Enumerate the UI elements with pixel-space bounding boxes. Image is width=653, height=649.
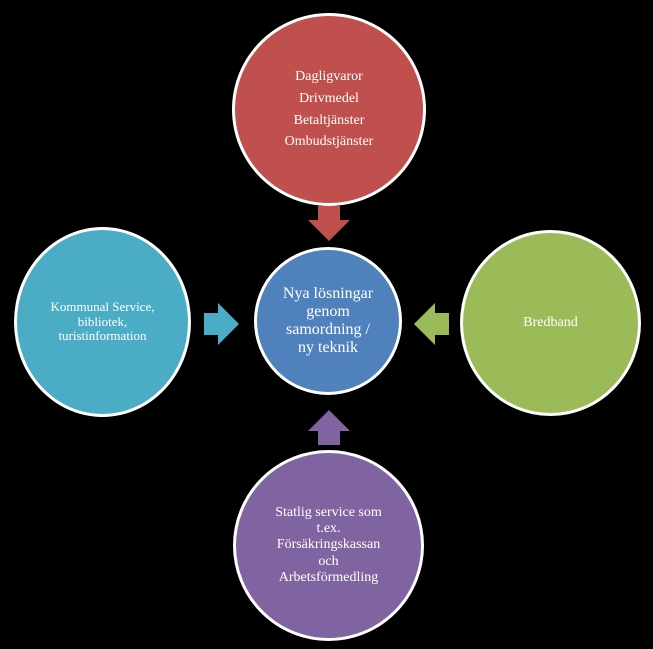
arrow-down-shape bbox=[308, 206, 350, 241]
arrow-left-shape bbox=[414, 303, 449, 345]
left-line-1: Kommunal Service, bbox=[50, 298, 155, 314]
circle-right-broadband: Bredband bbox=[460, 230, 641, 416]
right-line-1: Bredband bbox=[523, 314, 578, 330]
top-line-1: Dagligvaror bbox=[295, 69, 363, 85]
left-line-2: bibliotek, bbox=[77, 313, 128, 329]
circle-center-new-solutions: Nya lösningar genom samordning / ny tekn… bbox=[254, 247, 402, 395]
center-line-3: samordning / bbox=[286, 321, 370, 338]
circle-top-retail-services: Dagligvaror Drivmedel Betaltjänster Ombu… bbox=[232, 13, 426, 206]
arrow-up-shape bbox=[308, 410, 350, 445]
top-line-2: Drivmedel bbox=[299, 90, 359, 106]
top-line-3: Betaltjänster bbox=[293, 112, 365, 128]
arrow-left-from-right-icon bbox=[414, 303, 449, 345]
bottom-line-5: Arbetsförmedling bbox=[278, 569, 379, 585]
arrow-right-shape bbox=[204, 303, 239, 345]
center-line-2: genom bbox=[306, 303, 350, 321]
arrow-down-icon bbox=[308, 206, 350, 241]
left-line-3: turistinformation bbox=[58, 328, 147, 344]
bottom-line-3: Försäkringskassan bbox=[276, 537, 381, 553]
bottom-line-1: Statlig service som bbox=[275, 505, 382, 521]
top-line-4: Ombudstjänster bbox=[284, 134, 374, 150]
circle-bottom-state-services: Statlig service som t.ex. Försäkringskas… bbox=[233, 450, 424, 641]
arrow-right-from-left-icon bbox=[204, 303, 239, 345]
circle-left-municipal-services: Kommunal Service, bibliotek, turistinfor… bbox=[14, 227, 191, 417]
bottom-line-2: t.ex. bbox=[316, 521, 341, 537]
center-line-1: Nya lösningar bbox=[282, 285, 374, 303]
bottom-line-4: och bbox=[318, 553, 339, 569]
arrow-up-icon bbox=[308, 410, 350, 445]
center-line-4: ny teknik bbox=[298, 338, 358, 356]
